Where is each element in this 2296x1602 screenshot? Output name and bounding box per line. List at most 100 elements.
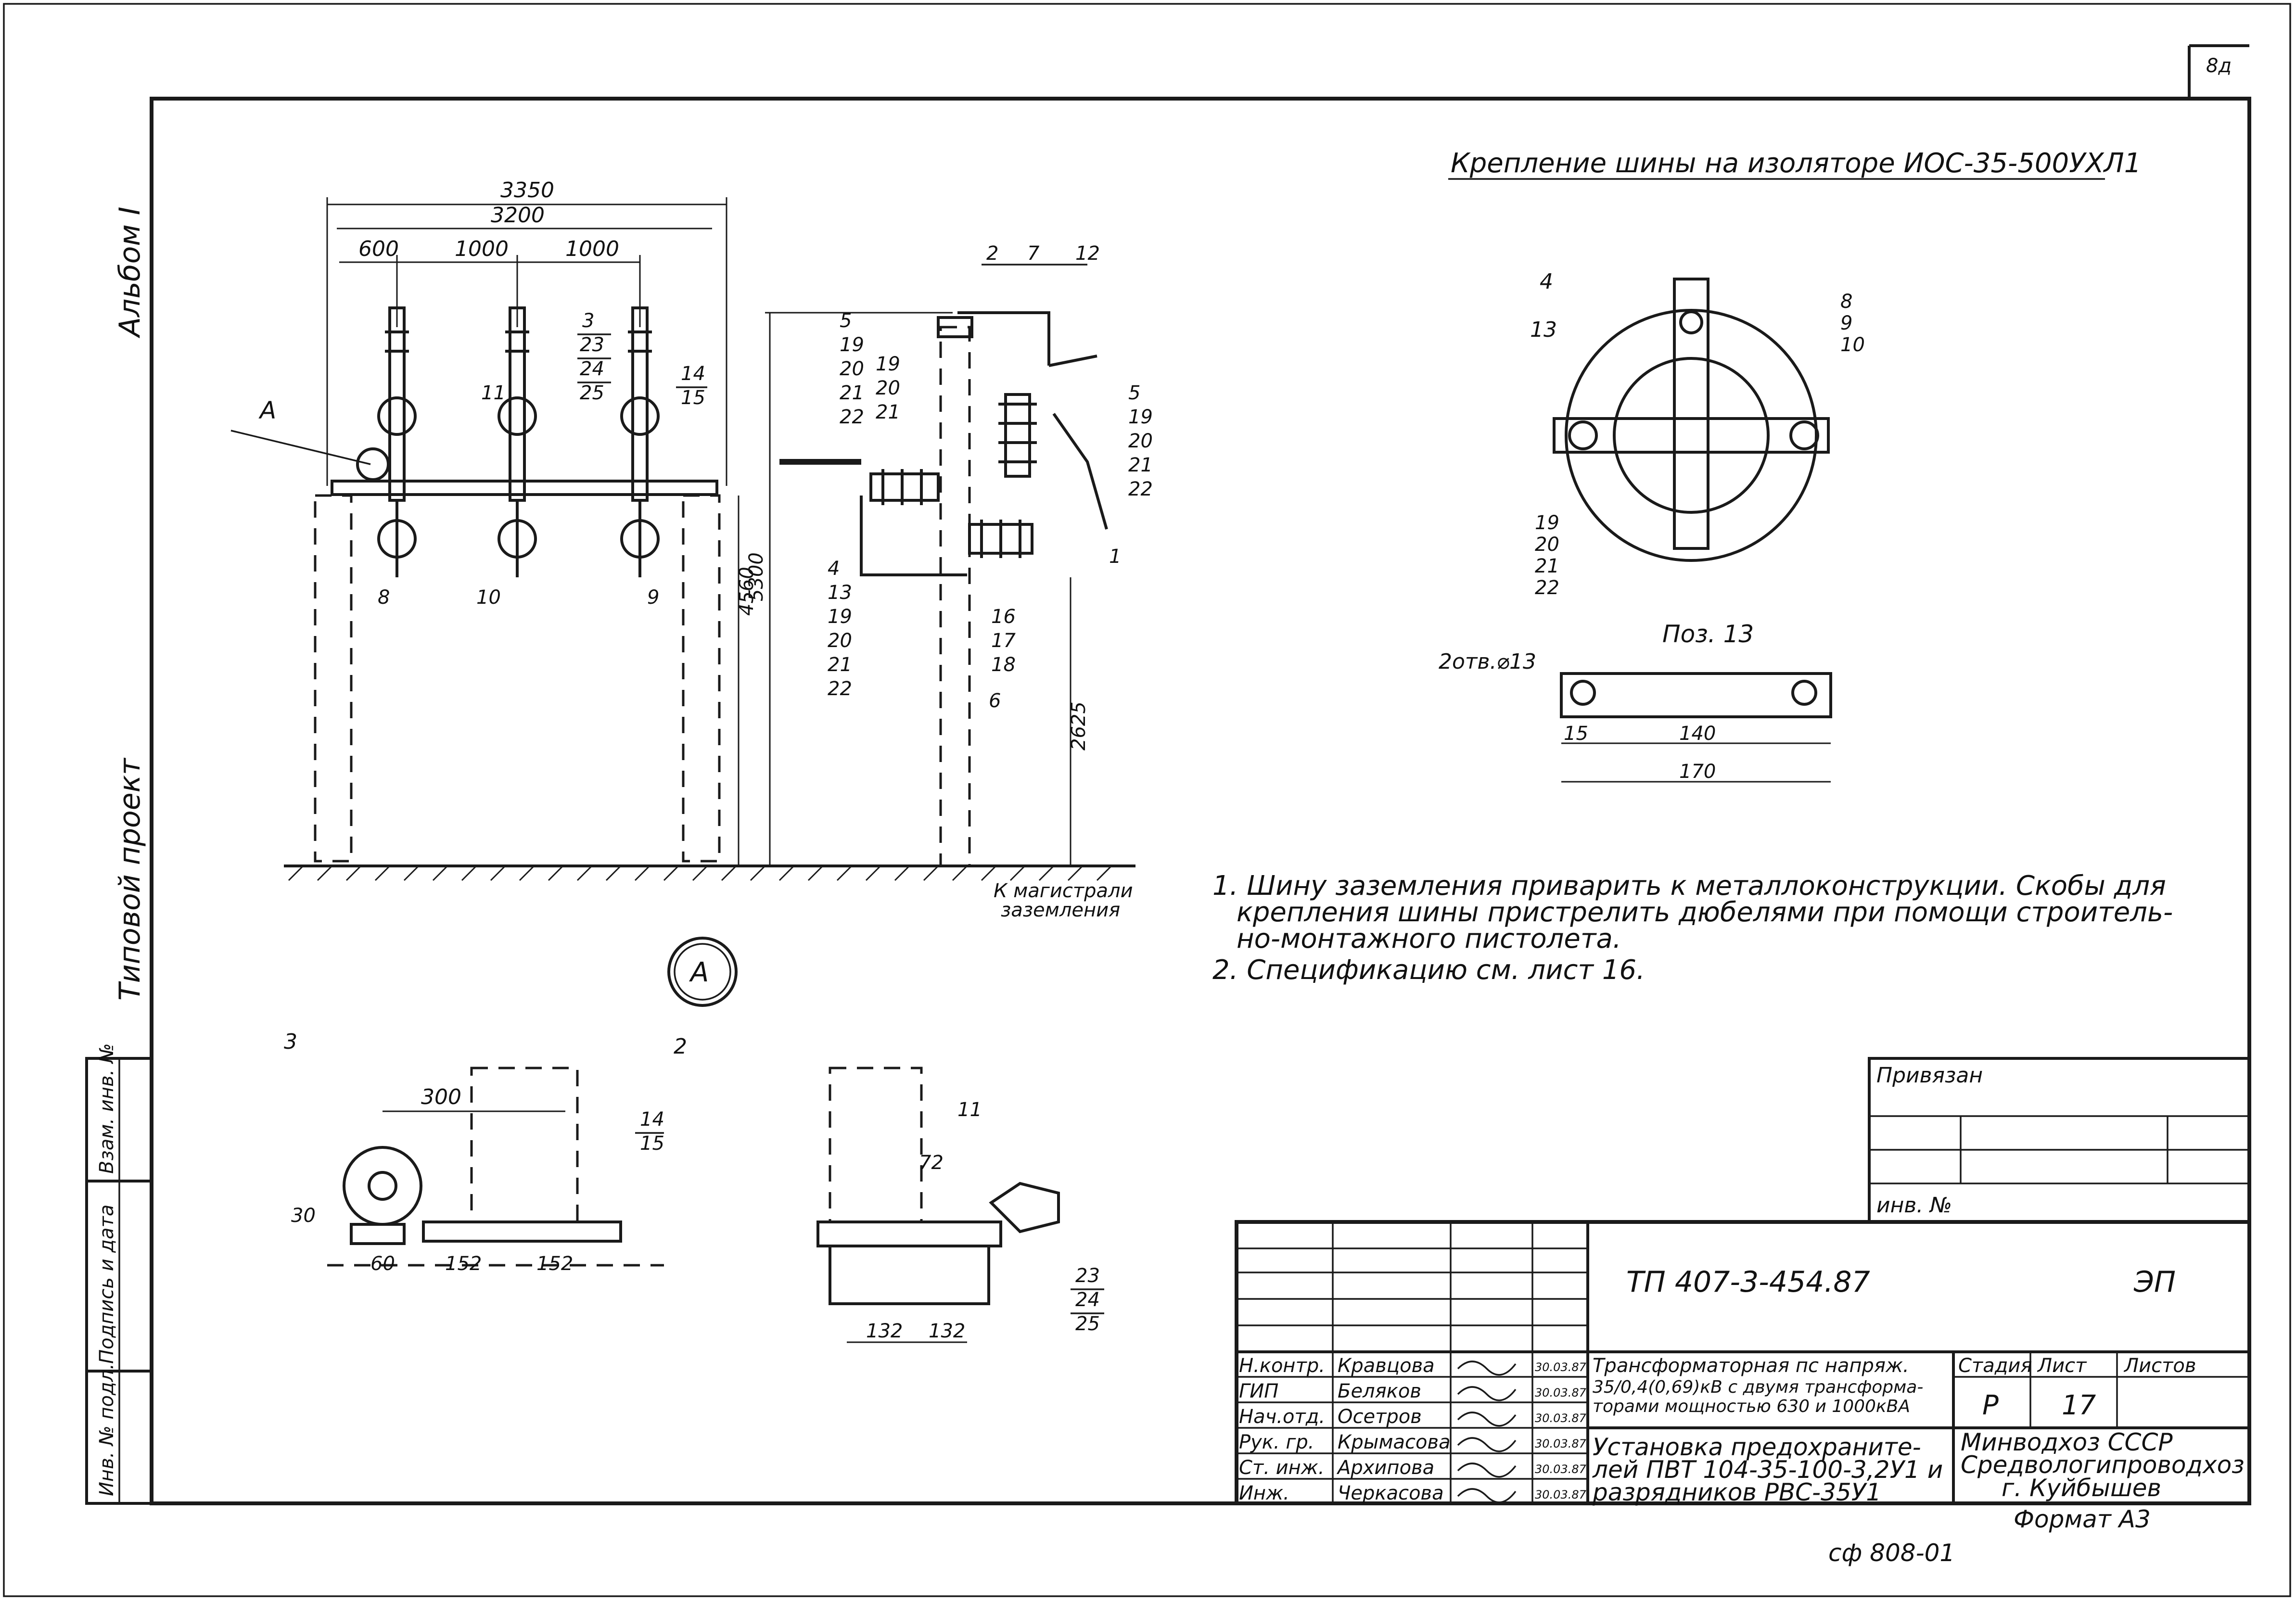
svg-text:Лист: Лист	[2037, 1355, 2087, 1377]
svg-text:22: 22	[840, 406, 864, 428]
svg-text:20: 20	[840, 358, 864, 380]
svg-text:72: 72	[919, 1152, 944, 1174]
doc-code: ТП 407-3-454.87	[1626, 1265, 1870, 1299]
svg-text:24: 24	[1075, 1289, 1100, 1311]
svg-text:16: 16	[991, 606, 1016, 628]
side-stamp-signature: Подпись и дата	[96, 1205, 118, 1364]
drawing-frame	[150, 97, 2251, 1505]
svg-text:4560: 4560	[736, 567, 758, 616]
front-view: 3350 3200 600 1000 1000	[230, 178, 1135, 881]
svg-text:23: 23	[580, 334, 604, 356]
callout-a: А	[258, 396, 276, 424]
svg-text:крепления шины пристрелить дюб: крепления шины пристрелить дюбелями при …	[1237, 897, 2173, 928]
svg-text:2: 2	[674, 1034, 687, 1059]
svg-text:2. Спецификацию см. лист 16.: 2. Спецификацию см. лист 16.	[1212, 954, 1645, 986]
svg-text:11: 11	[481, 382, 506, 404]
svg-text:3: 3	[582, 310, 594, 332]
side-stamp-replace: Взам. инв. №	[96, 1043, 118, 1174]
svg-text:Минводхоз СССР: Минводхоз СССР	[1961, 1428, 2173, 1456]
svg-text:Черкасова: Черкасова	[1338, 1482, 1444, 1504]
svg-text:Архипова: Архипова	[1336, 1457, 1434, 1479]
svg-text:21: 21	[876, 401, 900, 423]
svg-text:18: 18	[991, 654, 1016, 676]
svg-text:11: 11	[957, 1099, 982, 1121]
svg-text:25: 25	[580, 382, 604, 404]
svg-text:Трансформаторная пс напряж.: Трансформаторная пс напряж.	[1593, 1355, 1909, 1377]
svg-text:300: 300	[421, 1085, 461, 1109]
svg-text:21: 21	[840, 382, 864, 404]
svg-text:20: 20	[828, 630, 852, 652]
svg-text:К магистрали: К магистрали	[994, 880, 1133, 902]
svg-text:4: 4	[1540, 269, 1553, 294]
svg-text:г. Куйбышев: г. Куйбышев	[2002, 1474, 2161, 1502]
svg-text:19: 19	[1128, 406, 1153, 428]
svg-text:Крымасова: Крымасова	[1338, 1431, 1451, 1453]
view-a: А 3 2 14 15 300 30 60 152 152 11 23 24 2…	[284, 937, 1104, 1343]
svg-text:22: 22	[1535, 577, 1559, 599]
view-a-marker: А	[689, 957, 709, 988]
svg-text:30.03.87: 30.03.87	[1535, 1462, 1587, 1476]
svg-text:Р: Р	[1982, 1390, 1999, 1421]
svg-text:30: 30	[291, 1205, 316, 1227]
svg-text:9: 9	[1840, 312, 1852, 334]
svg-text:Нач.отд.: Нач.отд.	[1239, 1406, 1325, 1428]
svg-text:20: 20	[876, 377, 900, 399]
doc-mark: ЭП	[2133, 1265, 2176, 1299]
svg-text:Рук. гр.: Рук. гр.	[1239, 1431, 1314, 1453]
svg-text:Листов: Листов	[2123, 1355, 2196, 1377]
svg-text:19: 19	[876, 353, 900, 375]
svg-text:30.03.87: 30.03.87	[1535, 1488, 1587, 1501]
svg-text:17: 17	[991, 630, 1016, 652]
svg-text:132: 132	[929, 1320, 965, 1342]
svg-text:торами мощностью 630 и 1000кВА: торами мощностью 630 и 1000кВА	[1593, 1397, 1910, 1416]
outer-border	[3, 3, 2291, 1597]
svg-text:6: 6	[989, 690, 1001, 712]
svg-text:21: 21	[1535, 555, 1559, 577]
svg-text:Привязан: Привязан	[1876, 1063, 1983, 1088]
svg-text:19: 19	[1535, 512, 1559, 534]
svg-text:Инж.: Инж.	[1239, 1482, 1289, 1504]
svg-text:21: 21	[1128, 454, 1153, 476]
svg-text:12: 12	[1075, 242, 1100, 265]
svg-text:24: 24	[580, 358, 604, 380]
svg-text:Установка предохраните-: Установка предохраните-	[1593, 1433, 1921, 1461]
svg-text:5300: 5300	[745, 552, 767, 601]
svg-text:1: 1	[1109, 546, 1121, 568]
svg-text:Н.контр.: Н.контр.	[1239, 1355, 1325, 1377]
svg-text:3350: 3350	[500, 178, 554, 203]
svg-text:1. Шину заземления приварить к: 1. Шину заземления приварить к металлоко…	[1212, 870, 2166, 902]
svg-text:152: 152	[445, 1253, 482, 1275]
svg-text:30.03.87: 30.03.87	[1535, 1411, 1587, 1425]
side-stamp: Инв. № подл. Подпись и дата Взам. инв. №	[85, 1043, 153, 1505]
svg-text:25: 25	[1075, 1313, 1100, 1335]
svg-text:23: 23	[1075, 1265, 1100, 1287]
svg-text:7: 7	[1027, 242, 1040, 265]
svg-text:лей ПВТ 104-35-100-3,2У1 и: лей ПВТ 104-35-100-3,2У1 и	[1592, 1456, 1943, 1484]
svg-text:15: 15	[640, 1132, 664, 1155]
svg-text:10: 10	[1840, 334, 1865, 356]
svg-text:17: 17	[2062, 1390, 2096, 1421]
svg-text:2625: 2625	[1068, 701, 1090, 750]
svg-text:инв. №: инв. №	[1876, 1193, 1952, 1218]
svg-text:но-монтажного пистолета.: но-монтажного пистолета.	[1237, 923, 1621, 954]
svg-text:заземления: заземления	[1001, 899, 1120, 921]
svg-text:Беляков: Беляков	[1338, 1380, 1421, 1402]
svg-text:8: 8	[1840, 291, 1852, 313]
svg-text:9: 9	[647, 586, 659, 609]
sheet-corner-mark: 8д	[2206, 55, 2232, 77]
side-stamp-inv: Инв. № подл.	[96, 1363, 118, 1496]
svg-text:Ст. инж.: Ст. инж.	[1239, 1457, 1325, 1479]
svg-text:ГИП: ГИП	[1239, 1380, 1278, 1402]
svg-text:13: 13	[1530, 318, 1557, 342]
svg-text:Стадия: Стадия	[1958, 1355, 2032, 1377]
project-type-label: Типовой проект	[113, 757, 147, 1001]
insulator-detail: Крепление шины на изоляторе ИОС-35-500УХ…	[1439, 148, 2141, 783]
svg-text:Средвологипроводхоз: Средвологипроводхоз	[1961, 1451, 2245, 1479]
svg-text:35/0,4(0,69)кВ с двумя трансфо: 35/0,4(0,69)кВ с двумя трансформа-	[1593, 1377, 1923, 1397]
detail-title: Крепление шины на изоляторе ИОС-35-500УХ…	[1451, 148, 2141, 179]
notes: 1. Шину заземления приварить к металлоко…	[1212, 870, 2173, 986]
svg-text:2: 2	[986, 242, 998, 265]
privyazan-stamp: Привязан инв. №	[1868, 1057, 2251, 1223]
svg-text:19: 19	[828, 606, 852, 628]
svg-text:4: 4	[828, 558, 840, 580]
